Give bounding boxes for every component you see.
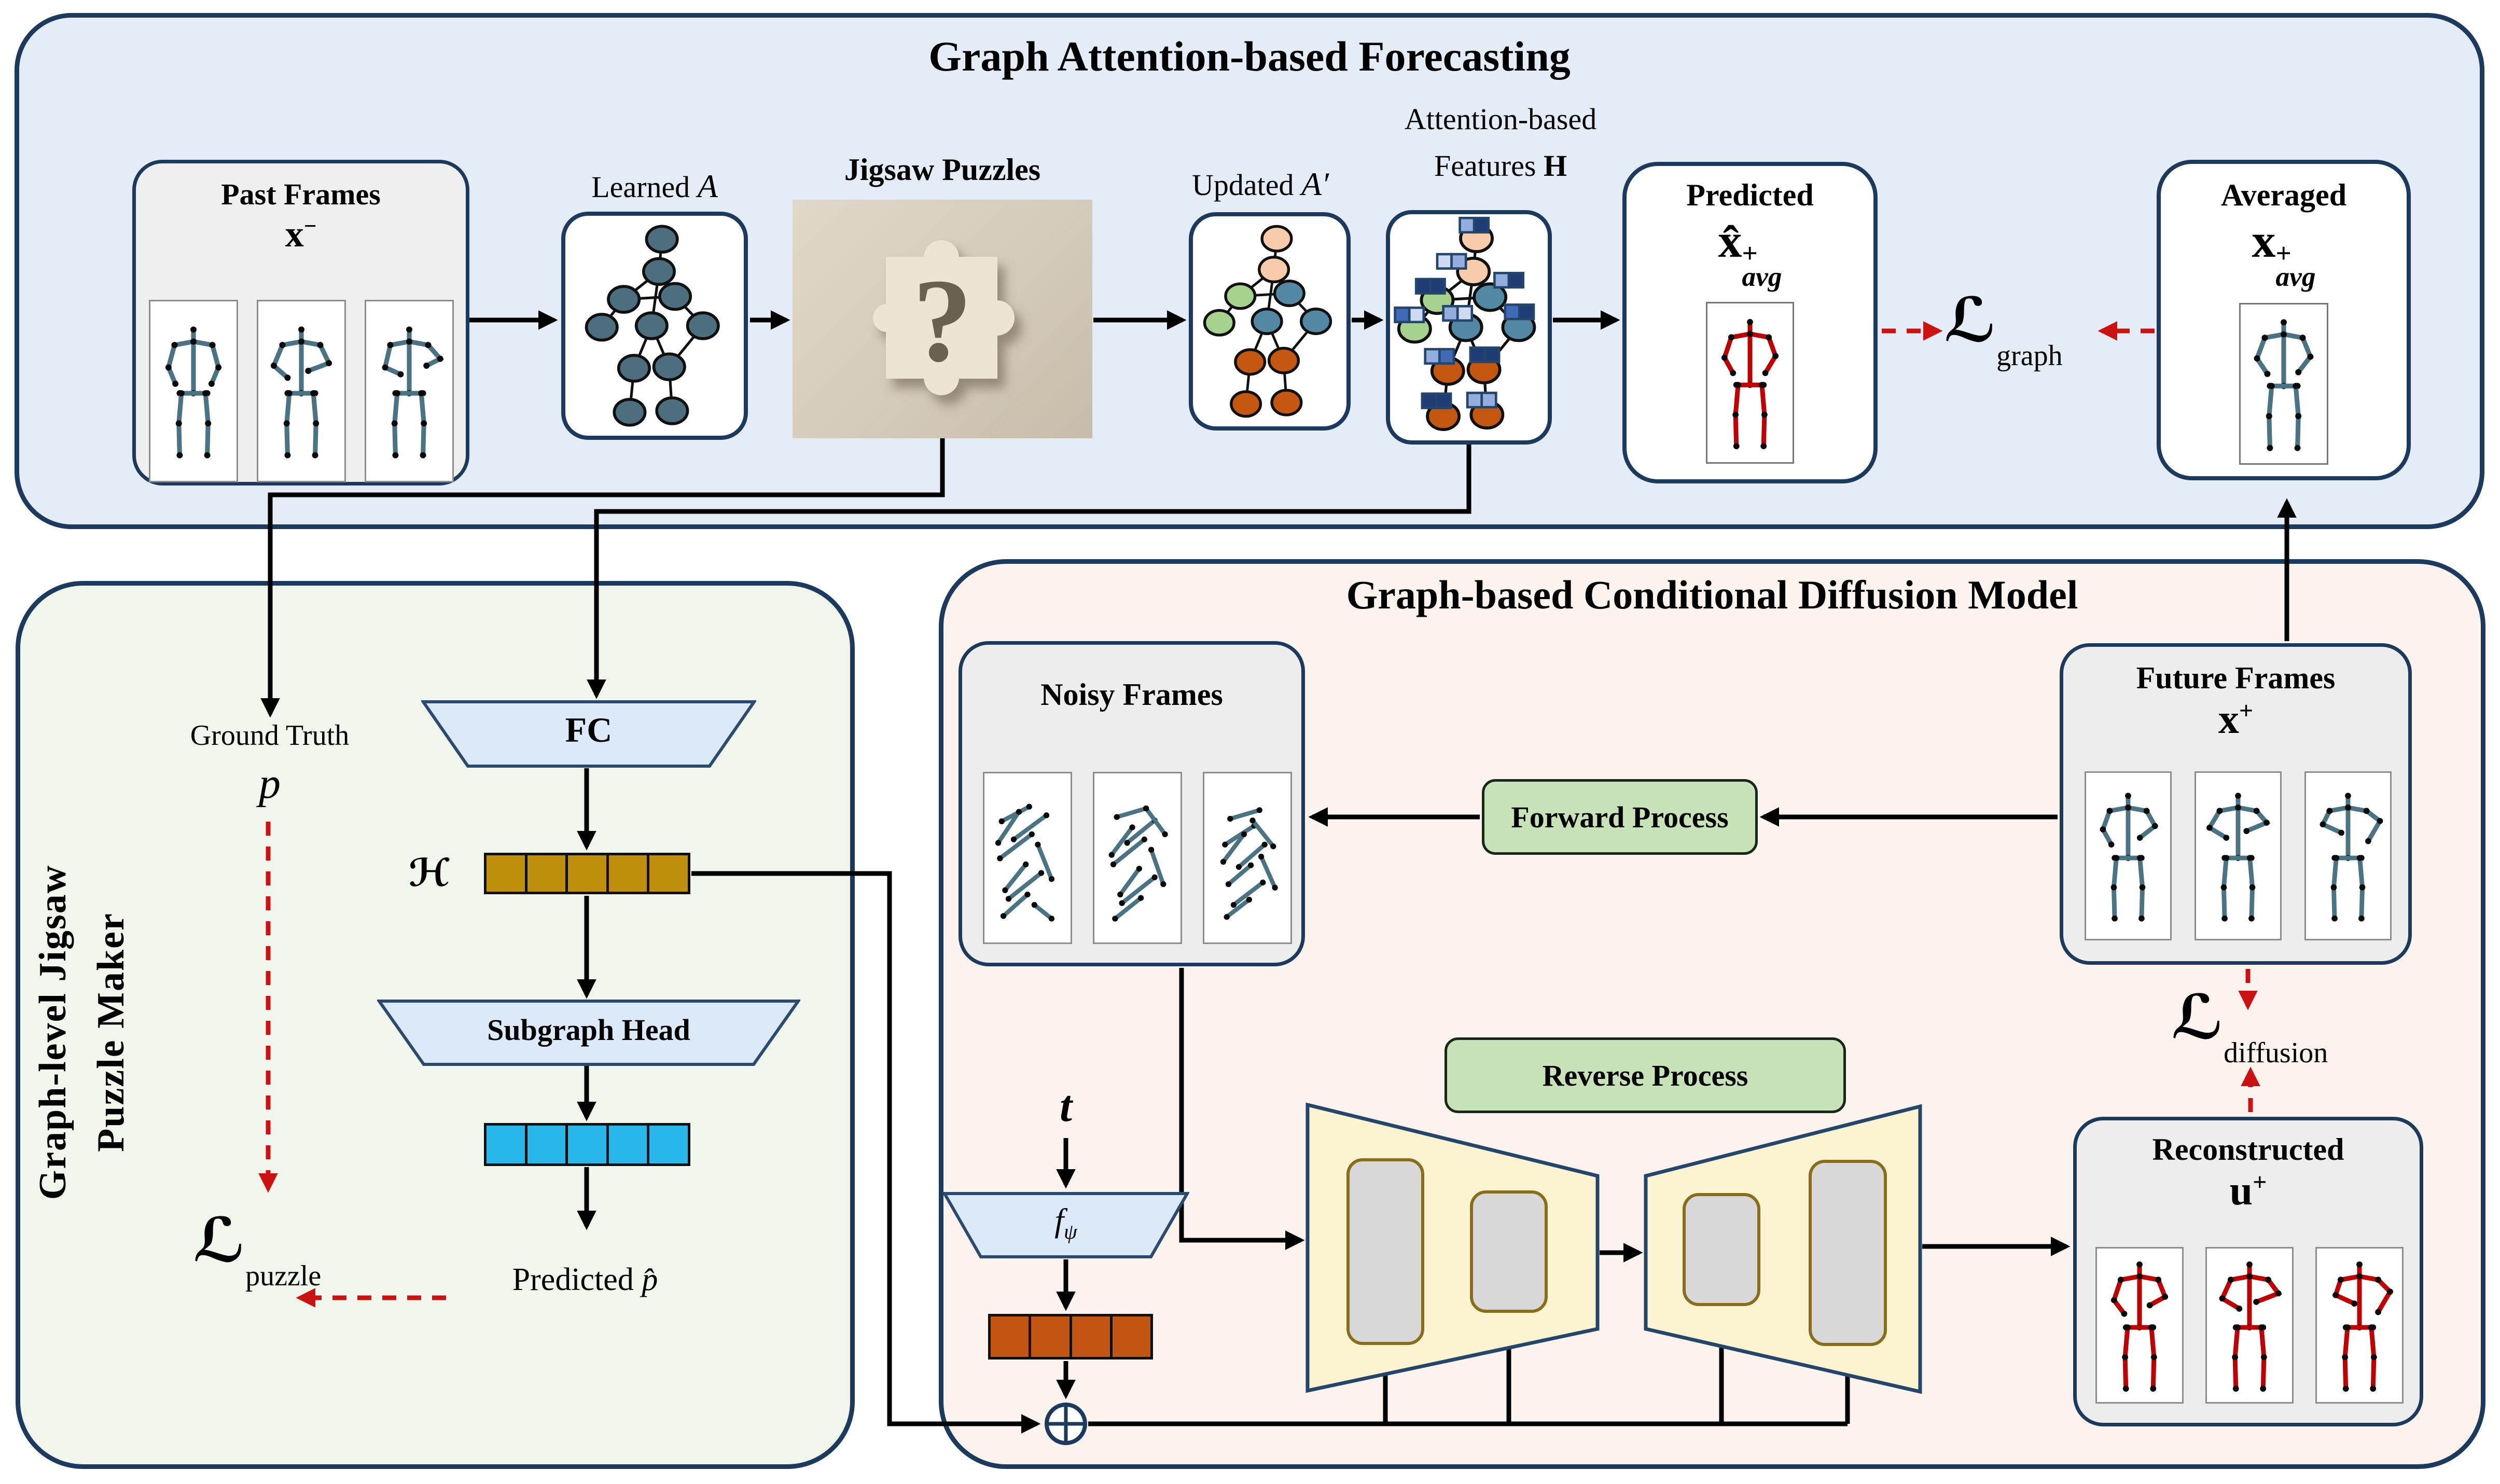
predicted-symbol: x̂+avg <box>1718 214 1782 293</box>
ground-truth-p: p <box>259 759 281 808</box>
past-frames-symbol: x− <box>285 213 317 255</box>
updated-graph-box <box>1189 212 1351 431</box>
reconstructed-frame-3 <box>2315 1247 2404 1404</box>
svg-text:?: ? <box>913 254 973 386</box>
cell <box>565 853 609 894</box>
reverse-process-box: Reverse Process <box>1445 1037 1846 1113</box>
diffusion-title: Graph-based Conditional Diffusion Model <box>1346 572 2078 617</box>
future-frame-2 <box>2195 771 2282 940</box>
reconstructed-title: Reconstructed <box>2152 1132 2344 1167</box>
puzzle-piece-icon: ? <box>873 240 1015 395</box>
cell <box>988 1314 1032 1360</box>
unet-decoder <box>1644 1104 1922 1394</box>
future-frames-symbol: x+ <box>2218 697 2254 742</box>
past-frame-2 <box>257 300 346 482</box>
ground-truth-label: Ground Truth <box>190 719 350 752</box>
reconstructed-frame-1 <box>2095 1247 2184 1404</box>
past-frames-title: Past Frames <box>221 177 381 211</box>
h-cells <box>484 853 690 894</box>
predicted-frame <box>1706 302 1794 464</box>
updated-a-label: Updated A′ <box>1191 165 1329 202</box>
loss-graph-label: ℒgraph <box>1944 284 2063 372</box>
cell <box>1029 1314 1072 1360</box>
t-cells <box>988 1314 1153 1360</box>
past-frames-row <box>149 300 454 482</box>
cell <box>1109 1314 1153 1360</box>
predicted-box: Predicted x̂+avg <box>1622 162 1878 483</box>
cell <box>565 1123 609 1166</box>
reconstructed-frame-2 <box>2205 1247 2294 1404</box>
jigsaw-photo: ? <box>793 200 1092 438</box>
loss-diffusion-label: ℒdiffusion <box>2171 981 2328 1069</box>
past-frame-1 <box>149 300 238 482</box>
features-label-line2: Features H <box>1434 149 1567 183</box>
predicted-p-label: Predicted p̂ <box>512 1262 658 1297</box>
updated-graph <box>1203 225 1332 418</box>
noisy-frames-row <box>983 772 1292 944</box>
vertical-title-line1: Graph-level Jigsaw <box>32 864 74 1200</box>
fc-label: FC <box>565 710 613 750</box>
cell <box>606 853 650 894</box>
reconstructed-frames-row <box>2095 1247 2404 1404</box>
cell <box>647 853 690 894</box>
vertical-title-line2: Puzzle Maker <box>90 912 132 1152</box>
features-graph-box <box>1386 210 1552 445</box>
unet-encoder <box>1305 1102 1600 1393</box>
averaged-box: Averaged x+avg <box>2157 160 2411 480</box>
f-psi-trapezoid <box>942 1192 1189 1258</box>
predicted-title: Predicted <box>1686 178 1814 212</box>
jigsaw-maker-vertical-title: Graph-level Jigsaw Puzzle Maker <box>24 733 146 1331</box>
encoder-block-2 <box>1470 1190 1548 1313</box>
learned-a-label: Learned A <box>591 168 718 204</box>
cell <box>1069 1314 1113 1360</box>
averaged-title: Averaged <box>2220 178 2347 212</box>
decoder-block-1 <box>1683 1193 1760 1306</box>
cell <box>606 1123 650 1166</box>
future-frame-1 <box>2085 771 2172 940</box>
noisy-frame-1 <box>983 772 1072 944</box>
cell <box>524 1123 568 1166</box>
fc-trapezoid <box>421 700 756 768</box>
noisy-frame-2 <box>1093 772 1182 944</box>
f-psi-label: fψ <box>1054 1202 1077 1243</box>
learned-graph <box>585 225 720 427</box>
future-frames-row <box>2085 771 2392 940</box>
subgraph-trapezoid <box>377 1000 800 1066</box>
learned-graph-box <box>561 212 748 440</box>
encoder-block-1 <box>1346 1158 1424 1345</box>
forecasting-title: Graph Attention-based Forecasting <box>928 33 1571 80</box>
cell <box>484 853 527 894</box>
decoder-block-2 <box>1809 1160 1887 1346</box>
oplus-icon <box>1045 1403 1087 1445</box>
noisy-frame-3 <box>1203 772 1292 944</box>
features-label-line1: Attention-based <box>1404 102 1597 136</box>
averaged-symbol: x+avg <box>2252 214 2316 293</box>
cell <box>647 1123 690 1166</box>
h-symbol: ℋ <box>409 851 450 895</box>
puzzle-cells <box>484 1123 690 1166</box>
features-graph <box>1394 216 1536 431</box>
cell <box>524 853 568 894</box>
loss-puzzle-label: ℒpuzzle <box>193 1204 322 1292</box>
jigsaw-label: Jigsaw Puzzles <box>844 152 1041 187</box>
forward-process-box: Forward Process <box>1482 779 1758 855</box>
noisy-frames-title: Noisy Frames <box>1040 677 1223 712</box>
subgraph-label: Subgraph Head <box>487 1013 690 1047</box>
averaged-frame <box>2239 303 2328 465</box>
t-label: t <box>1060 1081 1072 1131</box>
future-frames-title: Future Frames <box>2136 661 2336 695</box>
reconstructed-symbol: u+ <box>2229 1168 2267 1214</box>
cell <box>484 1123 527 1166</box>
future-frame-3 <box>2304 771 2392 940</box>
past-frame-3 <box>365 300 454 482</box>
